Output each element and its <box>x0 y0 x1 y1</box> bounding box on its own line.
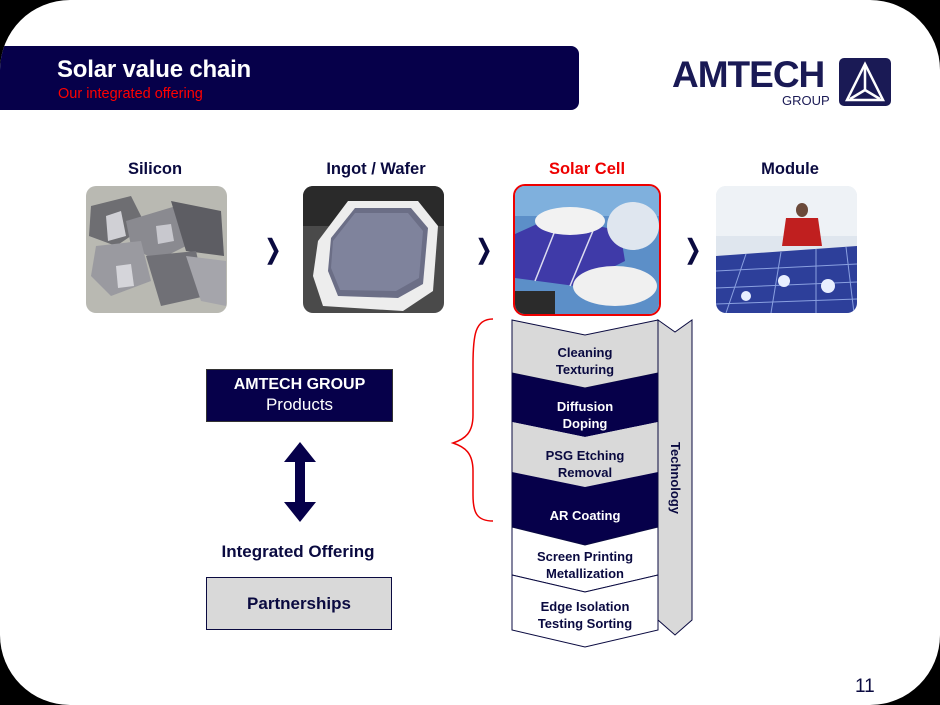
wafer-photo <box>303 186 444 313</box>
module-photo <box>716 186 857 313</box>
process-step-line2: Metallization <box>546 566 624 581</box>
products-box-subtitle: Products <box>265 395 334 414</box>
process-step-line1: AR Coating <box>550 508 621 523</box>
process-step-line1: PSG Etching <box>546 448 625 463</box>
process-step-line1: Edge Isolation <box>541 599 630 614</box>
slide-subtitle: Our integrated offering <box>58 86 203 102</box>
process-step-line2: Texturing <box>556 362 614 377</box>
amtech-logo: AMTECH GROUP <box>672 56 892 108</box>
process-step-shape <box>512 422 658 487</box>
stage-label-module: Module <box>761 160 819 178</box>
process-step-line2: Doping <box>563 416 608 431</box>
stage-label-ingot-wafer: Ingot / Wafer <box>326 160 426 178</box>
process-step-shape <box>512 373 658 437</box>
process-step-line1: Screen Printing <box>537 549 633 564</box>
logo-group-text: GROUP <box>782 93 830 108</box>
solar-cell-photo <box>513 184 661 316</box>
logo-emblem-icon <box>839 58 891 106</box>
logo-wordmark: AMTECH <box>672 54 825 95</box>
slide-title: Solar value chain <box>57 56 252 83</box>
chevron-right-icon: ❭ <box>682 234 704 264</box>
process-step-shape <box>512 472 658 545</box>
technology-label: Technology <box>668 442 683 515</box>
red-brace <box>450 318 494 522</box>
title-bar <box>0 46 579 110</box>
partnerships-box: Partnerships <box>206 577 392 630</box>
process-step-line1: Diffusion <box>557 399 613 414</box>
products-box-title: AMTECH GROUP <box>233 376 366 393</box>
chevron-right-icon: ❭ <box>473 234 495 264</box>
process-step-line2: Testing Sorting <box>538 616 632 631</box>
process-chevron-stack: Cleaning Texturing Diffusion Doping PSG … <box>511 319 693 648</box>
integrated-offering-label: Integrated Offering <box>221 542 375 561</box>
stage-label-solar-cell: Solar Cell <box>548 160 626 178</box>
double-arrow-icon <box>284 442 316 522</box>
chevron-right-icon: ❭ <box>262 234 284 264</box>
process-step-line1: Cleaning <box>558 345 613 360</box>
products-box: AMTECH GROUP Products <box>206 369 393 422</box>
process-step-line2: Removal <box>558 465 612 480</box>
silicon-photo <box>86 186 227 313</box>
page-number: 11 <box>855 676 875 697</box>
stage-label-silicon: Silicon <box>127 160 183 178</box>
